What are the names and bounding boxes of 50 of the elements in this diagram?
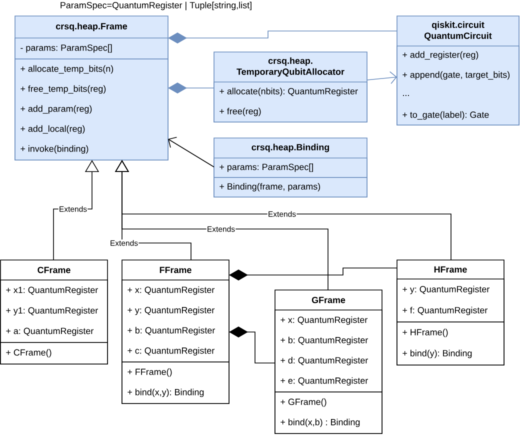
class-member: + allocate(nbits): QuantumRegister [220,88,358,96]
class-member: ... [403,95,409,96]
class-member: + CFrame() [6,349,52,358]
class-member: + d: QuantumRegister [280,356,368,366]
class-member: + y1: QuantumRegister [6,307,98,316]
class-member: + params: ParamSpec[] [220,164,313,172]
class-name: crsq.heap.Frame [56,22,128,32]
class-member: + f: QuantumRegister [402,306,488,316]
class-member: + HFrame() [402,328,448,338]
class-member: + bind(x,y): Binding [128,388,204,398]
class-member: + free_temp_bits(reg) [20,85,106,94]
class-member: + add_param(reg) [20,105,92,114]
composition-line [229,326,276,364]
inheritance-arrow [114,160,452,260]
class-member: + e: QuantumRegister [280,377,368,386]
class-member: + y: QuantumRegister [128,306,214,316]
class-member: + add_local(reg) [20,125,85,134]
class-member: + FFrame() [128,368,172,377]
class-member: + x: QuantumRegister [128,286,214,295]
class-member: + bind(y): Binding [402,350,472,358]
note-text: ParamSpec=QuantumRegister | Tuple[string,list] [60,2,252,10]
class-member: + a: QuantumRegister [6,328,94,336]
class-name: crsq.heap. TemporaryQubitAllocator [236,57,344,77]
class-name: crsq.heap.Binding [252,144,330,152]
class-member: - params: ParamSpec[] [20,44,112,53]
class-member: + allocate_temp_bits(n) [20,65,114,74]
class-member: + c: QuantumRegister [128,347,214,356]
class-member: + Binding(frame, params) [220,183,320,192]
class-member: + free(reg) [220,108,261,116]
class-member: + add_register(reg) [402,51,478,60]
class-member: + invoke(binding) [20,145,88,154]
composition-line [229,268,398,280]
composition-line [168,82,214,94]
class-name: HFrame [434,266,467,273]
class-member: + b: QuantumRegister [280,336,368,346]
class-member: + to_gate(label): Gate [402,111,489,120]
class-member: + x1: QuantumRegister [6,286,98,295]
class-name: FFrame [160,266,192,274]
class-member: + x: QuantumRegister [280,316,368,325]
class-name: CFrame [38,266,70,274]
class-member: + append(gate, target_bits) [402,71,510,80]
class-member: + y: QuantumRegister [402,286,490,294]
class-member: + b: QuantumRegister [128,326,216,336]
class-name: GFrame [312,296,346,304]
association-arrow [366,71,397,84]
class-name: qiskit.circuit QuantumCircuit [424,21,492,41]
class-member: + GFrame() [280,398,326,407]
association-arrow [168,136,214,168]
composition-line [168,30,398,44]
class-member: + bind(x,b) : Binding [280,418,360,428]
